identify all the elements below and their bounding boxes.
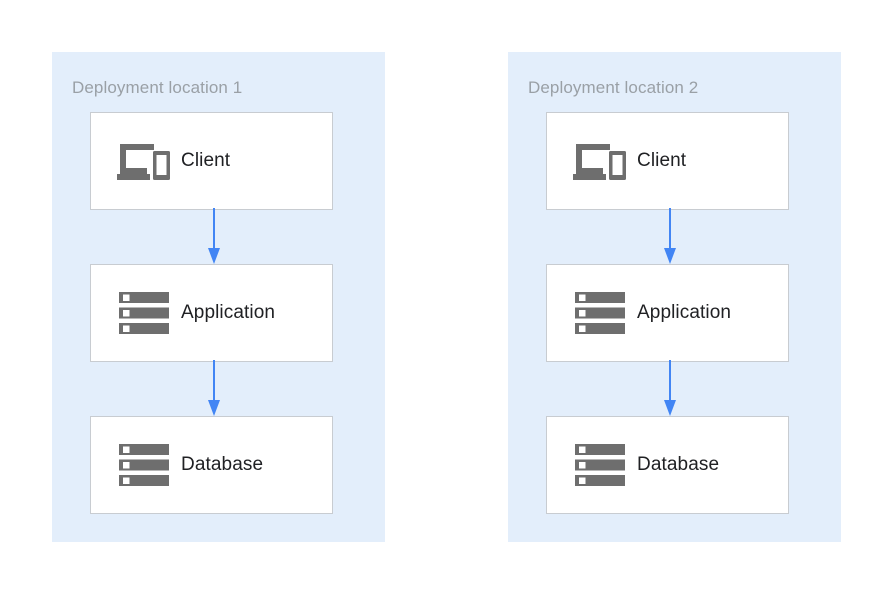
server-stack-icon <box>107 440 181 490</box>
panel-title: Deployment location 1 <box>72 78 243 97</box>
node-client[interactable]: Client <box>90 112 333 210</box>
arrow-application-to-database <box>664 360 676 416</box>
node-label: Client <box>181 150 231 171</box>
node-label: Application <box>181 302 276 323</box>
node-client[interactable]: Client <box>546 112 789 210</box>
node-label: Client <box>637 150 687 171</box>
client-devices-icon <box>107 136 181 186</box>
node-database[interactable]: Database <box>546 416 789 514</box>
arrow-application-to-database <box>208 360 220 416</box>
server-stack-icon <box>107 288 181 338</box>
node-label: Database <box>637 454 720 475</box>
node-label: Application <box>637 302 732 323</box>
node-database[interactable]: Database <box>90 416 333 514</box>
arrow-client-to-application <box>208 208 220 264</box>
client-devices-icon <box>563 136 637 186</box>
arrow-client-to-application <box>664 208 676 264</box>
server-stack-icon <box>563 440 637 490</box>
panel-title: Deployment location 2 <box>528 78 699 97</box>
node-application[interactable]: Application <box>90 264 333 362</box>
node-label: Database <box>181 454 264 475</box>
deployment-location-panel-2: Deployment location 2 Client <box>508 52 841 542</box>
server-stack-icon <box>563 288 637 338</box>
deployment-location-panel-1: Deployment location 1 Client <box>52 52 385 542</box>
node-application[interactable]: Application <box>546 264 789 362</box>
